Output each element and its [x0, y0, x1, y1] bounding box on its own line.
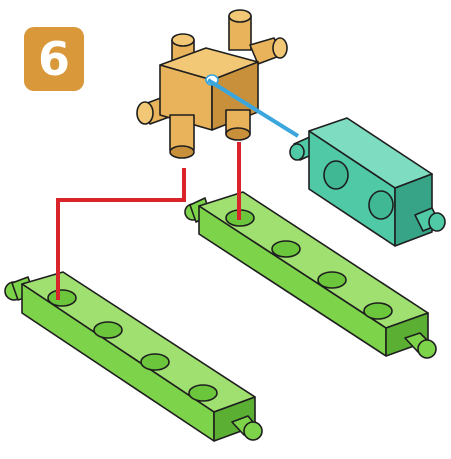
green-beam-left [4, 271, 263, 442]
assembly-line-left [56, 168, 186, 300]
hole [317, 271, 347, 289]
hole [140, 353, 170, 371]
hole [93, 321, 123, 339]
hole [323, 160, 349, 190]
hole [47, 289, 77, 307]
step-number: 6 [37, 32, 70, 86]
hole [271, 240, 301, 258]
assembly-line-teal [206, 78, 300, 138]
step-badge: 6 [24, 27, 84, 91]
hole [368, 190, 394, 220]
hole [363, 302, 393, 320]
hole [188, 384, 218, 402]
tan-double-peg-connector [136, 9, 288, 159]
teal-two-hole-block [289, 117, 446, 247]
